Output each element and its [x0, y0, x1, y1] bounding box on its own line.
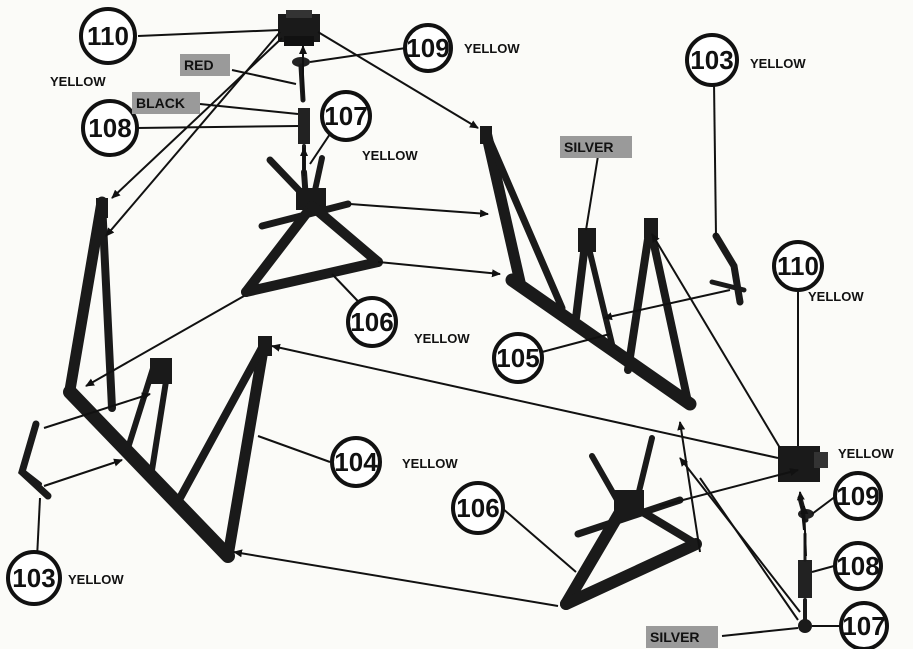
callout-109-top-label: 109: [406, 33, 449, 63]
callout-110-right: 110: [772, 240, 824, 292]
callout-104: 104: [330, 436, 382, 488]
callout-106-bottom-label: 106: [456, 493, 499, 523]
assembly-arrows: [43, 31, 809, 613]
callout-104-label: 104: [334, 447, 378, 477]
tag-black-label: BLACK: [136, 95, 185, 111]
callout-109-right: 109: [833, 471, 883, 521]
color-label-yellow-103-right: YELLOW: [750, 56, 806, 71]
stand-bottom-part: [560, 435, 702, 610]
callout-110-top-label: 110: [87, 21, 129, 51]
tag-silver-bottom-label: SILVER: [650, 629, 700, 645]
callout-108-top: 108: [81, 99, 139, 157]
callout-106-mid: 106: [346, 296, 398, 348]
callout-108-right: 108: [833, 541, 883, 591]
tag-silver-top: SILVER: [560, 136, 632, 158]
stand-top-part: [241, 155, 383, 297]
callout-103-left: 103: [6, 550, 62, 606]
parts: [18, 10, 828, 633]
color-label-yellow-103-left: YELLOW: [68, 572, 124, 587]
tag-black: BLACK: [132, 92, 200, 114]
callout-103-right-label: 103: [690, 45, 733, 75]
callout-106-bottom: 106: [451, 481, 505, 535]
callout-103-left-label: 103: [12, 563, 55, 593]
crank-left-part: [18, 420, 52, 500]
callout-110-right-label: 110: [777, 251, 819, 281]
callout-109-top: 109: [403, 23, 453, 73]
color-label-yellow-hub-right: YELLOW: [838, 446, 894, 461]
color-label-yellow-110-right: YELLOW: [808, 289, 864, 304]
callout-105-label: 105: [496, 343, 539, 373]
callout-107-right-label: 107: [842, 611, 885, 641]
frame-right-part: [480, 126, 697, 411]
callout-107-top: 107: [320, 90, 372, 142]
callout-108-top-label: 108: [88, 113, 131, 143]
callout-107-right: 107: [839, 601, 889, 649]
callout-108-right-label: 108: [836, 551, 879, 581]
frame-left-part: [63, 196, 272, 563]
color-label-yellow-110-top: YELLOW: [50, 74, 106, 89]
axle-right-part: [798, 598, 812, 633]
crank-right-part: [709, 232, 747, 306]
callout-107-top-label: 107: [324, 101, 367, 131]
callout-106-mid-label: 106: [350, 307, 393, 337]
callout-109-right-label: 109: [836, 481, 879, 511]
callout-103-right: 103: [685, 33, 739, 87]
hub-right-part: [778, 446, 828, 482]
tag-silver-top-label: SILVER: [564, 139, 614, 155]
hub-top-part: [278, 10, 320, 46]
color-label-yellow-107-top: YELLOW: [362, 148, 418, 163]
color-label-yellow-109-top: YELLOW: [464, 41, 520, 56]
callout-105: 105: [492, 332, 544, 384]
color-label-yellow-106-mid: YELLOW: [414, 331, 470, 346]
callout-110-top: 110: [79, 7, 137, 65]
tag-silver-bottom: SILVER: [646, 626, 718, 648]
pin-top-part: [292, 57, 310, 103]
tag-red-label: RED: [184, 57, 214, 73]
tag-red: RED: [180, 54, 230, 76]
color-label-yellow-104: YELLOW: [402, 456, 458, 471]
